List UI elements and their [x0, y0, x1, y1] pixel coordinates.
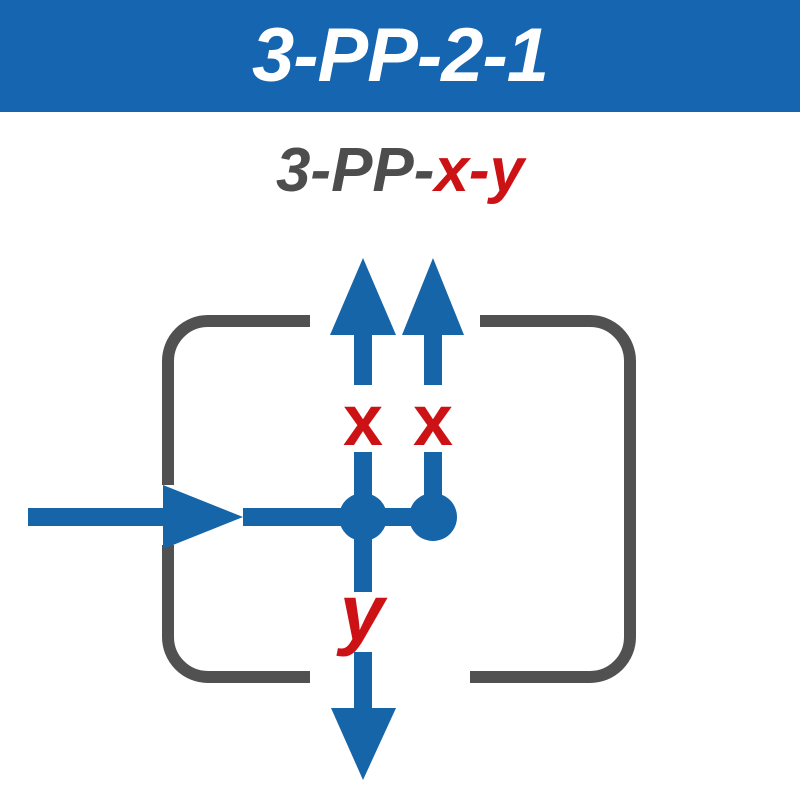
enclosure-segment-top-left — [162, 315, 310, 485]
port-x-right-arrowhead — [402, 258, 464, 335]
stem-left-lower — [354, 452, 372, 517]
port-y-arrowhead — [331, 708, 396, 780]
subtitle-variables: x-y — [434, 136, 525, 205]
stem-right-upper — [424, 335, 442, 385]
header-banner: 3-PP-2-1 — [0, 0, 800, 112]
label-x-left: x — [343, 381, 383, 461]
enclosure-segment-top-right — [470, 315, 636, 683]
subtitle: 3-PP-x-y — [0, 140, 800, 202]
flow-paths — [28, 258, 464, 780]
stem-right-lower — [424, 452, 442, 517]
page-title: 3-PP-2-1 — [251, 13, 549, 98]
label-x-right: x — [413, 381, 453, 461]
valve-symbol-diagram: x x y — [0, 240, 800, 800]
enclosure-outline — [162, 315, 636, 683]
port-input-arrow — [28, 485, 243, 549]
subtitle-prefix: 3-PP- — [275, 136, 435, 205]
stem-left-upper — [354, 335, 372, 385]
port-x-left-arrowhead — [330, 258, 396, 335]
stem-down-lower — [354, 652, 372, 710]
connector-input-to-node — [243, 508, 363, 526]
enclosure-segment-bottom-left — [162, 545, 310, 683]
stem-down-upper — [354, 517, 372, 592]
label-y: y — [336, 568, 388, 657]
diagram-canvas: x x y — [28, 258, 636, 780]
